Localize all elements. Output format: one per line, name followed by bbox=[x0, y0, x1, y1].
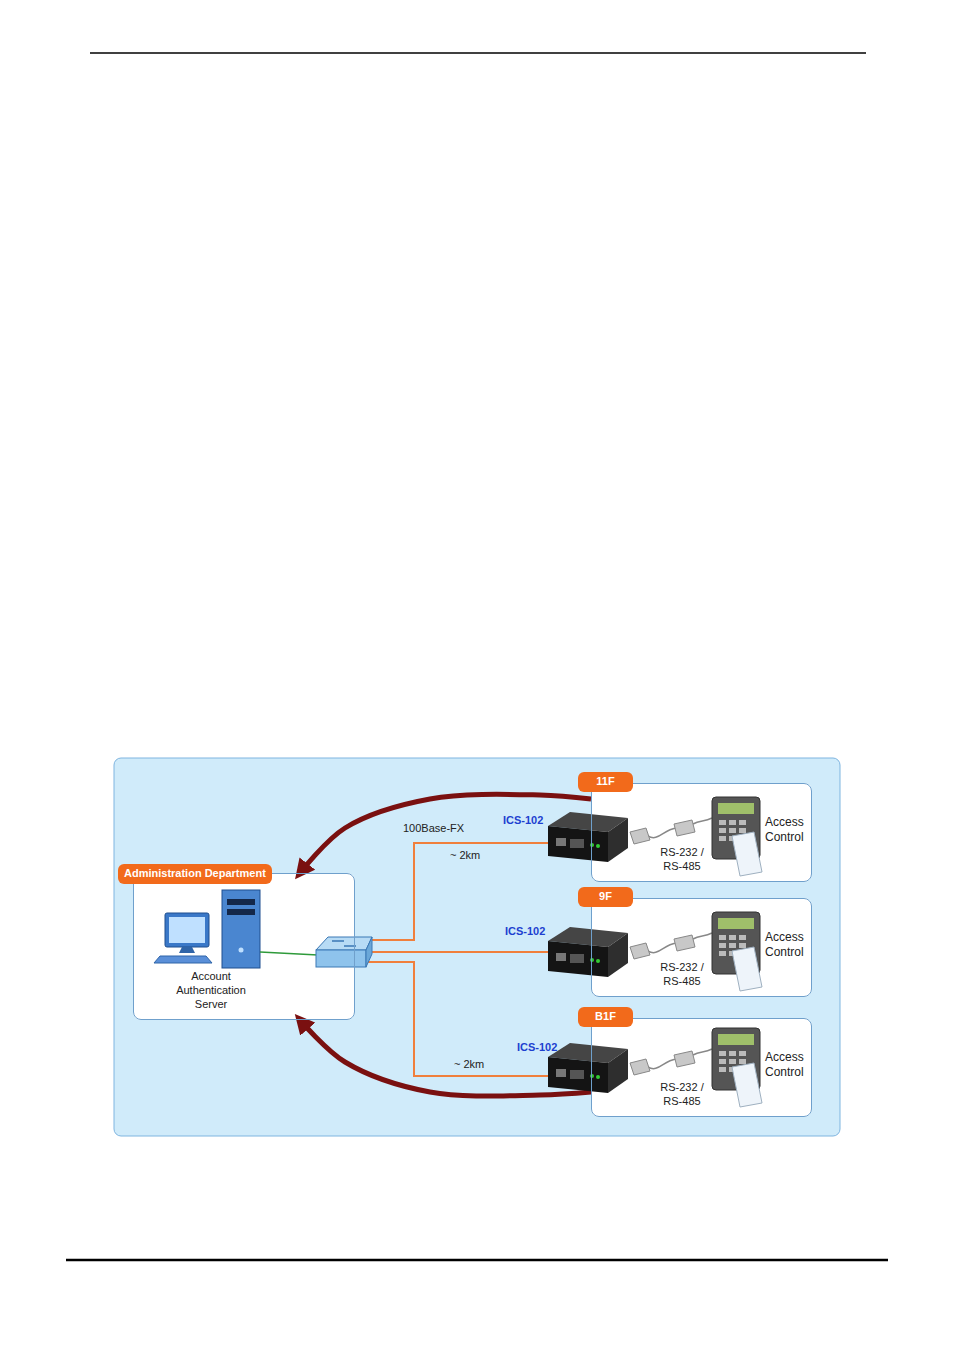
header-rule bbox=[90, 52, 866, 54]
computer-icon bbox=[154, 890, 260, 968]
fiber-link bbox=[355, 843, 591, 940]
footer-rule bbox=[66, 1259, 888, 1262]
media-converter bbox=[548, 1028, 762, 1107]
interface-label: RS-232 / RS-485 bbox=[654, 846, 710, 874]
data-flow-arrow bbox=[300, 1020, 591, 1096]
switch-icon bbox=[316, 937, 372, 967]
floor-tab: B1F bbox=[578, 1007, 633, 1027]
interface-label: RS-232 / RS-485 bbox=[654, 1081, 710, 1109]
device-label: Access Control bbox=[765, 1050, 811, 1080]
media-converter bbox=[548, 797, 762, 876]
interface-label: RS-232 / RS-485 bbox=[654, 961, 710, 989]
device-label: Access Control bbox=[765, 930, 811, 960]
distance-label: ~ 2km bbox=[448, 849, 482, 862]
device-name: ICS-102 bbox=[503, 814, 543, 827]
distance-label: ~ 2km bbox=[452, 1058, 486, 1071]
device-name: ICS-102 bbox=[517, 1041, 557, 1054]
floor-box: 9FAccess ControlRS-232 / RS-485 bbox=[591, 898, 812, 997]
server-label: Account Authentication Server bbox=[166, 970, 256, 1011]
floor-box: B1FAccess ControlRS-232 / RS-485 bbox=[591, 1018, 812, 1117]
device-name: ICS-102 bbox=[505, 925, 545, 938]
floor-box: 11FAccess ControlRS-232 / RS-485 bbox=[591, 783, 812, 882]
link-type: 100Base-FX bbox=[403, 822, 464, 835]
media-converter bbox=[548, 912, 762, 991]
department-tab: Administration Department bbox=[118, 864, 272, 884]
data-flow-arrow bbox=[300, 794, 591, 873]
floor-tab: 9F bbox=[578, 887, 633, 907]
diagram-ground bbox=[114, 758, 840, 1136]
lan-cable bbox=[260, 952, 318, 955]
department-box: Administration DepartmentAccount Authent… bbox=[133, 873, 355, 1020]
floor-tab: 11F bbox=[578, 772, 633, 792]
device-label: Access Control bbox=[765, 815, 811, 845]
